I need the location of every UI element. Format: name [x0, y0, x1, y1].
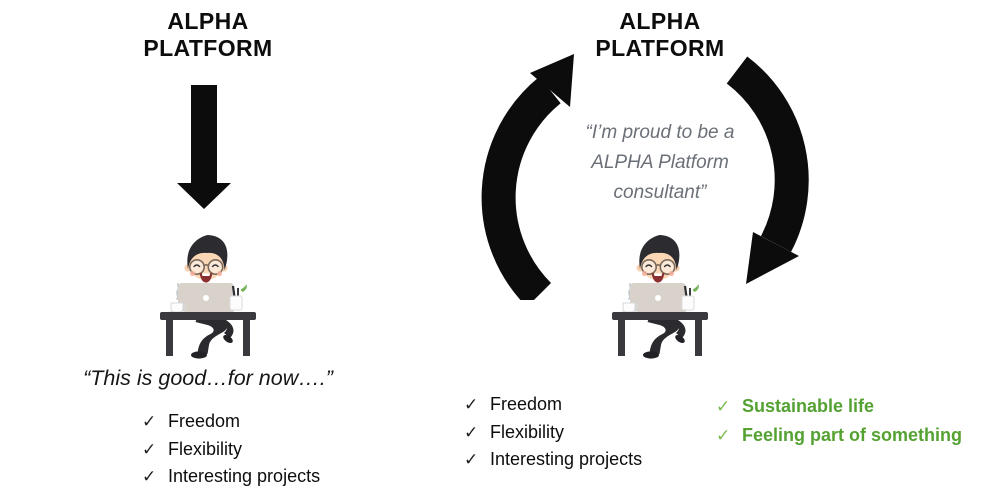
checklist-label: Flexibility: [168, 438, 243, 459]
check-icon: ✓: [464, 450, 479, 469]
checklist-label: Freedom: [168, 411, 241, 431]
check-icon: ✓: [142, 412, 157, 431]
checklist-item: ✓ Sustainable life: [716, 392, 962, 421]
checklist-item: ✓ Interesting projects: [142, 463, 320, 491]
checklist-label: Interesting projects: [490, 449, 643, 469]
down-arrow-icon: [177, 85, 231, 209]
right-panel-title: ALPHA PLATFORM: [595, 8, 725, 61]
checklist-label: Interesting projects: [168, 466, 321, 486]
checklist-item: ✓ Freedom: [142, 408, 320, 436]
checklist-label: Sustainable life: [742, 396, 875, 416]
left-panel-title: ALPHA PLATFORM: [143, 8, 273, 61]
check-icon: ✓: [142, 439, 157, 459]
checklist-label: Freedom: [490, 394, 563, 414]
left-quote: “This is good…for now….”: [83, 366, 333, 390]
check-icon: ✓: [716, 397, 731, 416]
checklist-item: ✓ Flexibility: [464, 419, 642, 447]
checklist-label: Flexibility: [490, 421, 565, 442]
check-icon: ✓: [464, 422, 479, 442]
right-quote: “I’m proud to be a ALPHA Platform consul…: [546, 118, 774, 208]
consultant-at-desk-illustration: [147, 228, 269, 359]
checklist-item: ✓ Feeling part of something: [716, 421, 962, 450]
right-quote-line: “I’m proud to be a: [585, 122, 735, 143]
right-green-checklist: ✓ Sustainable life ✓ Feeling part of someth…: [716, 392, 962, 450]
consultant-at-desk-illustration: [599, 228, 721, 359]
checklist-item: ✓ Interesting projects: [464, 446, 642, 474]
right-quote-line: ALPHA Platform: [591, 152, 729, 173]
check-icon: ✓: [464, 395, 479, 414]
check-icon: ✓: [142, 467, 157, 486]
checklist-label: Feeling part of something: [742, 425, 963, 445]
right-checklist: ✓ Freedom ✓ Flexibility ✓ Interesting project…: [464, 391, 642, 474]
check-icon: ✓: [716, 426, 731, 445]
checklist-item: ✓ Freedom: [464, 391, 642, 419]
circular-cycle-arrows-icon: [481, 54, 809, 300]
checklist-item: ✓ Flexibility: [142, 436, 320, 464]
left-checklist: ✓ Freedom ✓ Flexibility ✓ Interesting project…: [142, 408, 320, 491]
right-quote-line: consultant”: [613, 182, 707, 203]
